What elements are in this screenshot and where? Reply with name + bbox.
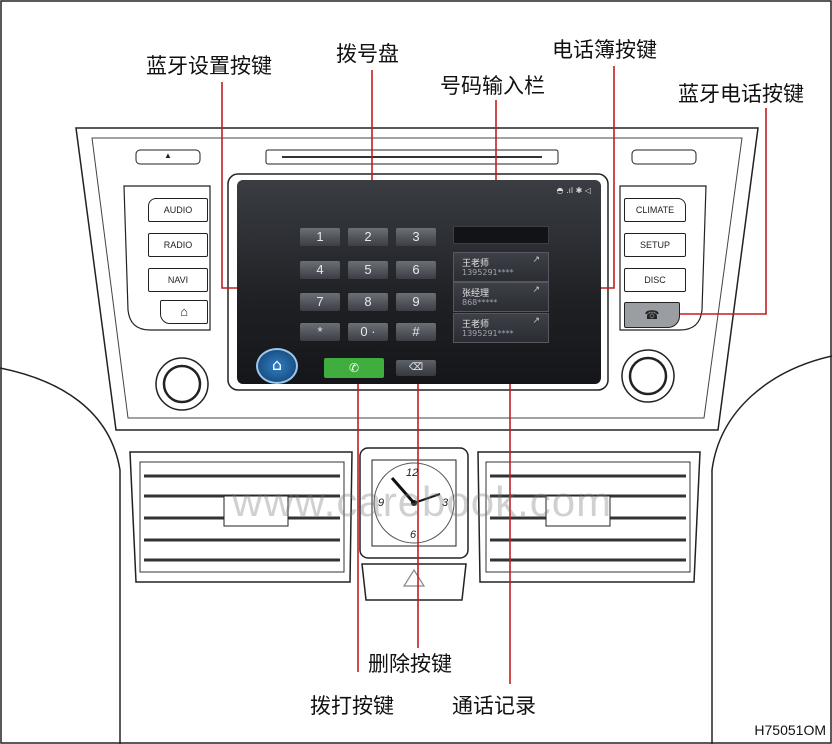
eject-icon[interactable]: ▲ [164, 151, 172, 160]
watermark: www.carebook.com [232, 478, 613, 525]
head-unit-inner [91, 137, 743, 419]
clock-numeral-3: 3 [442, 497, 449, 509]
callout-dial: 拨打按键 [310, 694, 394, 718]
record-number: 1395291**** [462, 329, 514, 338]
backspace-icon: ⌫ [408, 362, 424, 373]
left-air-vent [129, 451, 353, 583]
hazard-switch [361, 563, 467, 601]
right-air-vent [477, 451, 701, 583]
callout-dialpad: 拨号盘 [336, 42, 399, 66]
number-input-field[interactable] [453, 226, 549, 244]
console-left-curve [0, 367, 121, 744]
record-name: 王老师 [462, 259, 490, 269]
callout-number-field: 号码输入栏 [440, 74, 545, 98]
home-icon: ⌂ [180, 304, 188, 319]
home-screen-button[interactable]: ⌂ [256, 348, 298, 384]
record-name: 张经理 [462, 289, 490, 299]
climate-button[interactable]: CLIMATE [624, 198, 686, 222]
record-number: 868***** [462, 298, 498, 307]
figure-code: H75051OM [754, 722, 826, 738]
key-star[interactable]: * [300, 323, 340, 341]
outgoing-arrow-icon: ↗ [532, 255, 540, 265]
callout-call-log: 通话记录 [452, 694, 536, 718]
call-record[interactable]: 王老师 1395291**** ↗ [453, 313, 549, 343]
analog-clock [359, 447, 469, 559]
call-record[interactable]: 张经理 868***** ↗ [453, 282, 549, 312]
setup-button[interactable]: SETUP [624, 233, 686, 257]
dial-button[interactable]: ✆ [324, 358, 384, 378]
callout-delete: 删除按键 [368, 652, 452, 676]
key-hash[interactable]: # [396, 323, 436, 341]
phone-icon: ✆ [348, 361, 360, 375]
clock-numeral-12: 12 [406, 467, 419, 479]
key-3[interactable]: 3 [396, 228, 436, 246]
key-0[interactable]: 0 · [348, 323, 388, 341]
record-name: 王老师 [462, 320, 490, 330]
callout-bt-settings: 蓝牙设置按键 [146, 54, 272, 78]
audio-button[interactable]: AUDIO [148, 198, 208, 222]
radio-button[interactable]: RADIO [148, 233, 208, 257]
status-bar: ◓ .ıl ✱ ◁ [556, 186, 591, 195]
volume-knob-ring [155, 357, 209, 411]
key-4[interactable]: 4 [300, 261, 340, 279]
delete-button[interactable]: ⌫ [396, 360, 436, 376]
record-number: 1395291**** [462, 268, 514, 277]
callout-phonebook: 电话簿按键 [552, 38, 657, 62]
home-button[interactable]: ⌂ [160, 300, 208, 324]
right-top-button-frame [631, 149, 697, 165]
phone-handset-icon: ☎ [644, 308, 660, 322]
volume-knob [162, 364, 202, 404]
bt-phone-button[interactable]: ☎ [624, 302, 680, 328]
key-6[interactable]: 6 [396, 261, 436, 279]
tune-knob [628, 356, 668, 396]
disc-button[interactable]: DISC [624, 268, 686, 292]
key-2[interactable]: 2 [348, 228, 388, 246]
eject-button-frame [135, 149, 201, 165]
call-record[interactable]: 王老师 1395291**** ↗ [453, 252, 549, 282]
navi-button[interactable]: NAVI [148, 268, 208, 292]
callout-bt-phone: 蓝牙电话按键 [678, 82, 804, 106]
key-8[interactable]: 8 [348, 293, 388, 311]
outgoing-arrow-icon: ↗ [532, 285, 540, 295]
clock-numeral-9: 9 [378, 497, 385, 509]
clock-numeral-6: 6 [410, 529, 417, 541]
key-7[interactable]: 7 [300, 293, 340, 311]
console-right-curve [711, 355, 832, 744]
tune-knob-ring [621, 349, 675, 403]
home-icon: ⌂ [271, 355, 283, 374]
key-9[interactable]: 9 [396, 293, 436, 311]
key-1[interactable]: 1 [300, 228, 340, 246]
key-5[interactable]: 5 [348, 261, 388, 279]
outgoing-arrow-icon: ↗ [532, 316, 540, 326]
